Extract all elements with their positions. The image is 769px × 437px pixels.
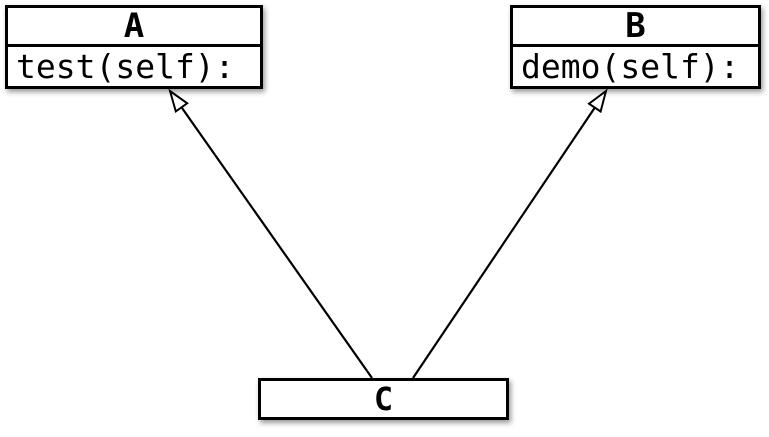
class-a-title: A bbox=[8, 8, 260, 47]
inheritance-arrow-c-to-a bbox=[168, 88, 373, 379]
class-box-a: A test(self): bbox=[5, 5, 263, 89]
class-b-method: demo(self): bbox=[521, 46, 740, 86]
inheritance-line-c-to-b bbox=[412, 106, 596, 379]
inheritance-line-c-to-a bbox=[180, 106, 373, 379]
class-c-title: C bbox=[373, 380, 394, 418]
inheritance-arrow-c-to-b bbox=[412, 88, 608, 379]
hollow-triangle-arrowhead-icon bbox=[587, 88, 608, 114]
class-b-title: B bbox=[513, 8, 758, 47]
class-a-method: test(self): bbox=[16, 46, 235, 86]
hollow-triangle-arrowhead-icon bbox=[168, 88, 189, 114]
class-box-b: B demo(self): bbox=[510, 5, 761, 89]
class-box-c: C bbox=[258, 378, 509, 420]
